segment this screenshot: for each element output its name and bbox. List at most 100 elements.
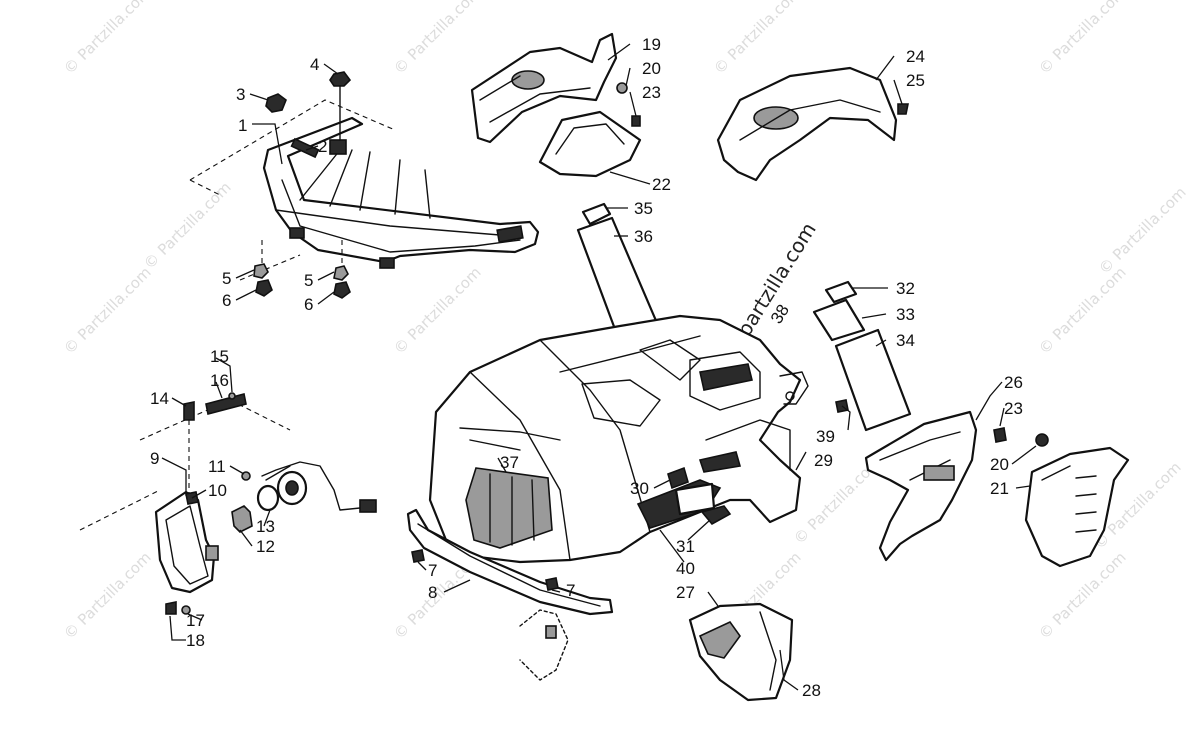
leader-22 <box>609 171 651 185</box>
callout-26[interactable]: 26 <box>1004 373 1023 392</box>
clip-14[interactable] <box>183 401 195 421</box>
steering-cover-19[interactable] <box>470 32 618 144</box>
leader-5b <box>317 271 335 281</box>
bolt-3[interactable] <box>265 93 287 113</box>
nut-6-left[interactable] <box>255 279 273 297</box>
callout-6b[interactable]: 6 <box>304 295 313 314</box>
side-panel-21-louvers <box>1041 465 1097 533</box>
splash-guard-hole <box>698 620 741 659</box>
callout-5a[interactable]: 5 <box>222 269 231 288</box>
steering-cover-lower-22[interactable] <box>538 110 642 178</box>
callout-9[interactable]: 9 <box>150 449 159 468</box>
screw-23-top[interactable] <box>631 115 641 127</box>
body-ridge-center <box>539 339 651 533</box>
callout-23b[interactable]: 23 <box>1004 399 1023 418</box>
leader-14 <box>171 397 187 407</box>
headlight-adjuster <box>205 545 219 561</box>
watermark-1: © Partzilla.com <box>60 0 155 78</box>
socket-12[interactable] <box>231 505 253 533</box>
nut-20-side[interactable] <box>1035 433 1049 447</box>
leader-15 <box>215 357 233 393</box>
washer-5-right[interactable] <box>333 265 349 281</box>
rivet-25[interactable] <box>897 103 909 115</box>
splash-guard-27[interactable] <box>688 602 794 702</box>
leader-11 <box>229 465 245 475</box>
callout-20b[interactable]: 20 <box>990 455 1009 474</box>
side-panels <box>864 410 1130 568</box>
bolt-4[interactable] <box>329 71 352 87</box>
nut-6-right[interactable] <box>333 281 351 299</box>
callout-33[interactable]: 33 <box>896 305 915 324</box>
leader-5a <box>235 269 255 279</box>
screw-7-right[interactable] <box>545 577 559 591</box>
callout-23a[interactable]: 23 <box>642 83 661 102</box>
decal-34[interactable] <box>834 328 912 432</box>
callout-5b[interactable]: 5 <box>304 271 313 290</box>
callout-11[interactable]: 11 <box>208 457 226 476</box>
callout-20a[interactable]: 20 <box>642 59 661 78</box>
callout-12[interactable]: 12 <box>256 537 275 556</box>
latch-31[interactable] <box>700 505 732 526</box>
screw-17[interactable] <box>181 605 191 615</box>
reflector-16[interactable] <box>205 393 247 415</box>
watermark-12: © Partzilla.com <box>140 178 235 273</box>
rack-plate-2[interactable] <box>290 137 320 159</box>
callout-29[interactable]: 29 <box>814 451 833 470</box>
decal-35[interactable] <box>581 202 612 226</box>
body-vent <box>581 379 661 427</box>
ring-13a[interactable] <box>256 484 280 512</box>
grille-37[interactable] <box>465 467 553 549</box>
callout-17[interactable]: 17 <box>186 611 205 630</box>
callout-7b[interactable]: 7 <box>566 581 575 600</box>
callout-13[interactable]: 13 <box>256 517 275 536</box>
side-panel-26[interactable] <box>864 410 978 562</box>
callout-40[interactable]: 40 <box>676 559 695 578</box>
callout-3[interactable]: 3 <box>236 85 245 104</box>
leader-24 <box>875 55 895 81</box>
lower-cover-contour <box>555 123 625 155</box>
callout-34[interactable]: 34 <box>896 331 915 350</box>
callout-7a[interactable]: 7 <box>428 561 437 580</box>
callout-10[interactable]: 10 <box>208 481 227 500</box>
body-mount-tab <box>779 371 809 405</box>
wire-harness <box>261 461 361 511</box>
callout-27[interactable]: 27 <box>676 583 695 602</box>
callout-39[interactable]: 39 <box>816 427 835 446</box>
callout-35[interactable]: 35 <box>634 199 653 218</box>
callout-21[interactable]: 21 <box>990 479 1009 498</box>
callout-8[interactable]: 8 <box>428 583 437 602</box>
callout-32[interactable]: 32 <box>896 279 915 298</box>
callout-28[interactable]: 28 <box>802 681 821 700</box>
callout-2[interactable]: 2 <box>318 137 327 156</box>
callout-30[interactable]: 30 <box>630 479 649 498</box>
callout-16[interactable]: 16 <box>210 371 229 390</box>
callout-22[interactable]: 22 <box>652 175 671 194</box>
callout-19[interactable]: 19 <box>642 35 661 54</box>
callout-4[interactable]: 4 <box>310 55 319 74</box>
latch-30[interactable] <box>667 466 689 490</box>
body-logo <box>699 363 753 391</box>
decal-32[interactable] <box>824 280 858 304</box>
callout-14[interactable]: 14 <box>150 389 169 408</box>
clip-18[interactable] <box>165 601 177 615</box>
leader-4 <box>323 63 339 75</box>
callout-6a[interactable]: 6 <box>222 291 231 310</box>
callout-31[interactable]: 31 <box>676 537 695 556</box>
wire-harness-2 <box>265 465 291 481</box>
decal-33[interactable] <box>812 298 866 342</box>
callout-24[interactable]: 24 <box>906 47 925 66</box>
callout-1[interactable]: 1 <box>238 116 247 135</box>
front-rack[interactable] <box>262 116 540 264</box>
screw-15[interactable] <box>228 392 236 400</box>
nut-20-top[interactable] <box>616 82 628 94</box>
screw-23-side[interactable] <box>993 427 1007 443</box>
screw-7-left[interactable] <box>411 549 425 563</box>
washer-5-left[interactable] <box>253 263 269 279</box>
side-panel-21[interactable] <box>1024 446 1130 568</box>
callout-15[interactable]: 15 <box>210 347 229 366</box>
callout-18[interactable]: 18 <box>186 631 205 650</box>
callout-36[interactable]: 36 <box>634 227 653 246</box>
callout-37[interactable]: 37 <box>500 453 519 472</box>
fender-24[interactable] <box>716 66 898 182</box>
callout-25[interactable]: 25 <box>906 71 925 90</box>
